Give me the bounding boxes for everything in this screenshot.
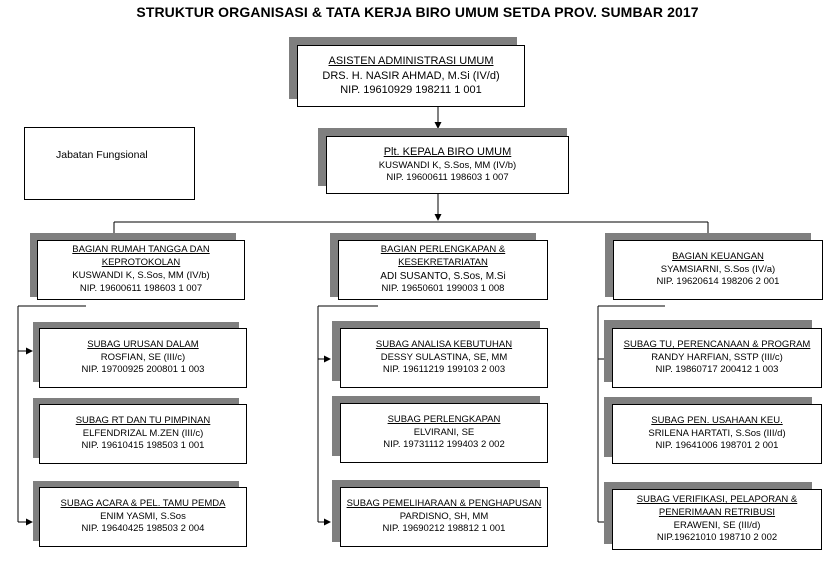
subag-title: SUBAG URUSAN DALAM (87, 338, 199, 350)
bagian-name: ADI SUSANTO, S.Sos, M.Si (380, 270, 506, 282)
subag-name: ERAWENI, SE (III/d) (673, 519, 761, 531)
bagian-title: BAGIAN RUMAH TANGGA DAN (72, 244, 210, 256)
asisten-title: ASISTEN ADMINISTRASI UMUM (328, 54, 494, 67)
asisten-box: ASISTEN ADMINISTRASI UMUM DRS. H. NASIR … (297, 45, 525, 107)
subag-name: ROSFIAN, SE (III/c) (100, 351, 186, 363)
bagian-box-rumah-tangga: BAGIAN RUMAH TANGGA DAN KEPROTOKOLAN KUS… (37, 240, 245, 300)
subag-name: SRILENA HARTATI, S.Sos (III/d) (648, 427, 786, 439)
subag-name: PARDISNO, SH, MM (399, 510, 489, 522)
chart-title: STRUKTUR ORGANISASI & TATA KERJA BIRO UM… (136, 4, 699, 20)
subag-nip: NIP. 19860717 200412 1 003 (655, 364, 779, 376)
subag-name: ELFENDRIZAL M.ZEN (III/c) (82, 427, 204, 439)
subag-box-verifikasi: SUBAG VERIFIKASI, PELAPORAN & PENERIMAAN… (612, 489, 822, 550)
subag-title: SUBAG VERIFIKASI, PELAPORAN & (636, 493, 798, 505)
subag-nip: NIP. 19640425 198503 2 004 (81, 523, 205, 535)
subag-name: ENIM YASMI, S.Sos (100, 510, 186, 522)
subag-title-line2: PENERIMAAN RETRIBUSI (658, 506, 776, 518)
subag-title: SUBAG PERLENGKAPAN (387, 413, 501, 425)
subag-box-perlengkapan: SUBAG PERLENGKAPAN ELVIRANI, SE NIP. 197… (340, 403, 548, 463)
subag-box-pen-usahaan: SUBAG PEN. USAHAAN KEU. SRILENA HARTATI,… (612, 404, 822, 464)
subag-box-pemeliharaan: SUBAG PEMELIHARAAN & PENGHAPUSAN PARDISN… (340, 487, 548, 547)
bagian-title: BAGIAN PERLENGKAPAN & (380, 244, 506, 256)
subag-title: SUBAG PEMELIHARAAN & PENGHAPUSAN (346, 497, 542, 509)
subag-nip: NIP. 19731112 199403 2 002 (383, 439, 505, 451)
bagian-nip: NIP. 19620614 198206 2 001 (656, 276, 780, 288)
subag-box-acara: SUBAG ACARA & PEL. TAMU PEMDA ENIM YASMI… (39, 487, 247, 547)
subag-nip: NIP. 19610415 198503 1 001 (81, 440, 205, 452)
bagian-title-line2: KEPROTOKOLAN (101, 257, 181, 269)
bagian-title: BAGIAN KEUANGAN (672, 250, 764, 262)
jabatan-fungsional-label: Jabatan Fungsional (56, 149, 148, 161)
bagian-nip: NIP. 19650601 199003 1 008 (381, 283, 505, 295)
bagian-box-keuangan: BAGIAN KEUANGAN SYAMSIARNI, S.Sos (IV/a)… (613, 240, 823, 300)
kepala-nip: NIP. 19600611 198603 1 007 (386, 172, 509, 184)
bagian-name: KUSWANDI K, S.Sos, MM (IV/b) (72, 270, 210, 281)
subag-name: DESSY SULASTINA, SE, MM (380, 351, 508, 363)
bagian-box-perlengkapan: BAGIAN PERLENGKAPAN & KESEKRETARIATAN AD… (338, 240, 548, 300)
subag-box-rt-tu: SUBAG RT DAN TU PIMPINAN ELFENDRIZAL M.Z… (39, 404, 247, 464)
subag-title: SUBAG ANALISA KEBUTUHAN (375, 338, 513, 350)
subag-box-urusan-dalam: SUBAG URUSAN DALAM ROSFIAN, SE (III/c) N… (39, 328, 247, 388)
subag-nip: NIP. 19641006 198701 2 001 (655, 440, 779, 452)
asisten-nip: NIP. 19610929 198211 1 001 (340, 84, 482, 97)
subag-nip: NIP. 19611219 199103 2 003 (382, 364, 506, 376)
asisten-name: DRS. H. NASIR AHMAD, M.Si (IV/d) (322, 69, 500, 82)
subag-nip: NIP. 19700925 200801 1 003 (81, 364, 205, 376)
subag-nip: NIP.19621010 198710 2 002 (656, 532, 778, 544)
subag-name: ELVIRANI, SE (413, 426, 475, 438)
subag-nip: NIP. 19690212 198812 1 001 (382, 523, 506, 535)
jabatan-fungsional-box: Jabatan Fungsional (24, 127, 195, 200)
kepala-title: Plt. KEPALA BIRO UMUM (383, 145, 512, 158)
subag-title: SUBAG PEN. USAHAAN KEU. (651, 414, 783, 426)
subag-box-analisa: SUBAG ANALISA KEBUTUHAN DESSY SULASTINA,… (340, 328, 548, 388)
subag-name: RANDY HARFIAN, SSTP (III/c) (651, 351, 783, 363)
bagian-title-line2: KESEKRETARIATAN (398, 256, 488, 268)
bagian-name: SYAMSIARNI, S.Sos (IV/a) (660, 263, 776, 275)
subag-title: SUBAG RT DAN TU PIMPINAN (75, 414, 211, 426)
kepala-name: KUSWANDI K, S.Sos, MM (IV/b) (378, 159, 517, 171)
subag-title: SUBAG ACARA & PEL. TAMU PEMDA (60, 497, 226, 509)
subag-box-tu-perencanaan: SUBAG TU, PERENCANAAN & PROGRAM RANDY HA… (612, 328, 822, 388)
bagian-nip: NIP. 19600611 198603 1 007 (79, 282, 203, 294)
kepala-box: Plt. KEPALA BIRO UMUM KUSWANDI K, S.Sos,… (326, 136, 569, 194)
subag-title: SUBAG TU, PERENCANAAN & PROGRAM (623, 338, 811, 350)
